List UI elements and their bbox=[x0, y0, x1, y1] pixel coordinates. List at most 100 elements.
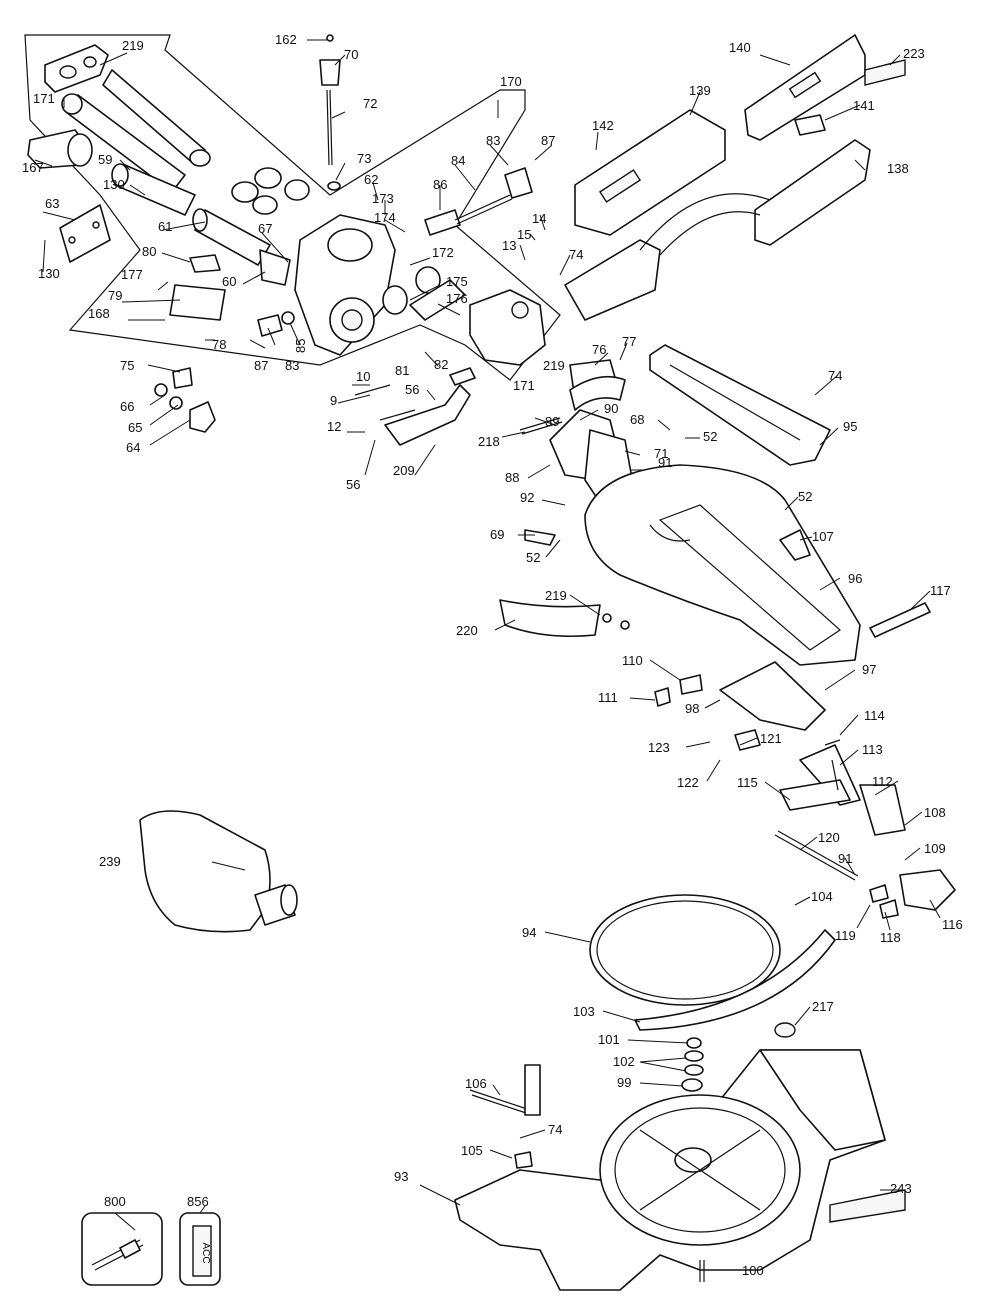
part-label-95: 95 bbox=[843, 419, 857, 434]
part-label-105: 105 bbox=[461, 1143, 483, 1158]
part-label-120: 120 bbox=[818, 830, 840, 845]
motor-bracket-219 bbox=[44, 44, 109, 93]
part-label-138: 138 bbox=[887, 161, 909, 176]
dust-bag-239 bbox=[139, 810, 298, 933]
part-label-121: 121 bbox=[760, 731, 782, 746]
acc-label: ACC bbox=[200, 1242, 211, 1263]
part-label-171: 171 bbox=[513, 378, 535, 393]
part-label-91: 91 bbox=[658, 455, 672, 470]
part-label-87: 87 bbox=[254, 358, 268, 373]
part-label-65: 65 bbox=[128, 420, 142, 435]
part-label-59: 59 bbox=[98, 152, 112, 167]
part-label-62: 62 bbox=[364, 172, 378, 187]
part-label-139: 139 bbox=[689, 83, 711, 98]
label-217 bbox=[774, 1022, 796, 1038]
part-label-56: 56 bbox=[346, 477, 360, 492]
part-label-167: 167 bbox=[22, 160, 44, 175]
part-label-113: 113 bbox=[862, 742, 883, 757]
part-label-87: 87 bbox=[541, 133, 555, 148]
part-label-52: 52 bbox=[798, 489, 812, 504]
part-label-140: 140 bbox=[729, 40, 751, 55]
bolts-219c bbox=[602, 613, 630, 630]
part-label-209: 209 bbox=[393, 463, 415, 478]
bracket-97 bbox=[719, 661, 826, 731]
part-label-82: 82 bbox=[434, 357, 448, 372]
part-label-94: 94 bbox=[522, 925, 536, 940]
part-label-69: 69 bbox=[490, 527, 504, 542]
part-label-89: 89 bbox=[545, 414, 559, 429]
part-label-130: 130 bbox=[38, 266, 60, 281]
part-label-67: 67 bbox=[258, 221, 272, 236]
part-label-52: 52 bbox=[526, 550, 540, 565]
part-label-130: 130 bbox=[103, 177, 125, 192]
part-label-171: 171 bbox=[33, 91, 55, 106]
part-label-80: 80 bbox=[142, 244, 156, 259]
plate-63 bbox=[59, 204, 111, 263]
part-label-15: 15 bbox=[517, 227, 531, 242]
part-label-117: 117 bbox=[930, 583, 951, 598]
part-label-219: 219 bbox=[122, 38, 144, 53]
part-label-83: 83 bbox=[486, 133, 500, 148]
rail-parts bbox=[169, 249, 291, 321]
part-label-72: 72 bbox=[363, 96, 377, 111]
column-72 bbox=[319, 34, 341, 191]
part-label-220: 220 bbox=[456, 623, 478, 638]
motor-housing bbox=[294, 214, 396, 356]
part-label-217: 217 bbox=[812, 999, 834, 1014]
part-label-99: 99 bbox=[617, 1075, 631, 1090]
dust-port-167 bbox=[27, 129, 93, 169]
knob-141 bbox=[794, 114, 826, 136]
part-label-219: 219 bbox=[545, 588, 567, 603]
small-parts-left bbox=[154, 311, 295, 433]
part-label-9: 9 bbox=[330, 393, 337, 408]
part-label-63: 63 bbox=[45, 196, 59, 211]
part-label-96: 96 bbox=[848, 571, 862, 586]
tube-61 bbox=[192, 208, 271, 266]
part-label-61: 61 bbox=[158, 219, 172, 234]
part-label-101: 101 bbox=[598, 1032, 620, 1047]
part-label-74: 74 bbox=[828, 368, 842, 383]
part-label-218: 218 bbox=[478, 434, 500, 449]
part-label-177: 177 bbox=[121, 267, 143, 282]
part-label-10: 10 bbox=[356, 369, 370, 384]
part-label-78: 78 bbox=[212, 337, 226, 352]
part-label-75: 75 bbox=[120, 358, 134, 373]
part-label-115: 115 bbox=[737, 775, 758, 790]
part-label-104: 104 bbox=[811, 889, 833, 904]
base-93 bbox=[454, 1049, 886, 1291]
part-label-68: 68 bbox=[630, 412, 644, 427]
part-label-100: 100 bbox=[742, 1263, 764, 1278]
part-label-112: 112 bbox=[872, 774, 893, 789]
part-label-116: 116 bbox=[942, 917, 963, 932]
part-label-856: 856 bbox=[187, 1194, 209, 1209]
bolt-100 bbox=[699, 1260, 705, 1282]
part-label-172: 172 bbox=[432, 245, 454, 260]
table-base-upper bbox=[639, 193, 771, 256]
part-label-174: 174 bbox=[374, 210, 396, 225]
part-label-13: 13 bbox=[502, 238, 516, 253]
part-label-81: 81 bbox=[395, 363, 409, 378]
part-label-93: 93 bbox=[394, 1169, 408, 1184]
part-label-52: 52 bbox=[703, 429, 717, 444]
wrench-800-box bbox=[81, 1212, 163, 1286]
knob-86 bbox=[424, 194, 513, 236]
part-label-108: 108 bbox=[924, 805, 946, 820]
pin-110-111 bbox=[654, 674, 703, 707]
part-label-168: 168 bbox=[88, 306, 110, 321]
part-label-84: 84 bbox=[451, 153, 465, 168]
sleeve-59 bbox=[111, 163, 196, 216]
part-label-74: 74 bbox=[569, 247, 583, 262]
part-label-219: 219 bbox=[543, 358, 565, 373]
part-label-70: 70 bbox=[344, 47, 358, 62]
washers-101-102 bbox=[681, 1037, 704, 1092]
part-label-142: 142 bbox=[592, 118, 614, 133]
part-label-223: 223 bbox=[903, 46, 925, 61]
latch-83 bbox=[504, 167, 533, 199]
part-label-83: 83 bbox=[285, 358, 299, 373]
part-label-73: 73 bbox=[357, 151, 371, 166]
label-223 bbox=[864, 59, 906, 86]
small-105 bbox=[514, 1151, 533, 1169]
part-label-123: 123 bbox=[648, 740, 670, 755]
seals-172 bbox=[382, 266, 466, 321]
part-label-14: 14 bbox=[532, 211, 546, 226]
